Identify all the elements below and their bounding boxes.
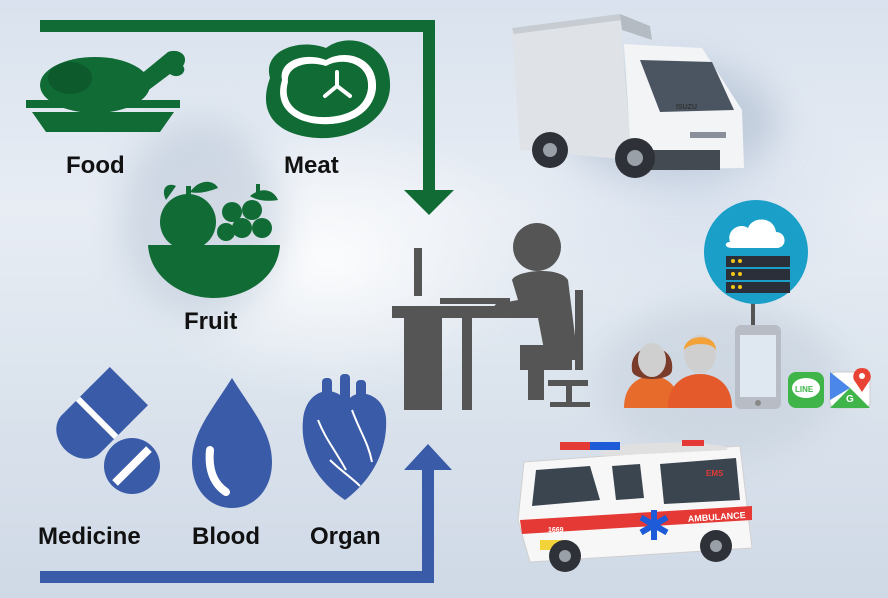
cloud-server-icon: [704, 200, 808, 330]
medicine-capsule-icon: [56, 367, 160, 494]
smartphone-icon: [735, 325, 781, 409]
ambulance-hotline-text: 1669: [548, 527, 564, 534]
line-app-icon: [788, 372, 824, 408]
green-flow-arrow: [40, 20, 454, 215]
man-person-icon: [668, 335, 732, 408]
google-maps-label: G: [846, 394, 854, 405]
organ-label: Organ: [310, 523, 381, 550]
blood-drop-icon: [192, 378, 272, 508]
blue-flow-arrow: [40, 444, 452, 583]
google-maps-icon: [829, 368, 871, 409]
fruit-label: Fruit: [184, 308, 238, 335]
heart-organ-icon: [302, 374, 387, 500]
star-of-life-icon: [639, 510, 669, 540]
truck-brand-text: ISUZU: [676, 104, 697, 111]
steak-icon: [265, 40, 391, 139]
fruit-bowl-icon: [148, 181, 280, 298]
line-app-label: LINE: [795, 385, 814, 394]
meat-label: Meat: [284, 152, 339, 179]
refrigerated-truck-icon: [512, 14, 744, 178]
woman-person-icon: [624, 343, 680, 408]
ambulance-ems-text: EMS: [706, 469, 724, 478]
operator-at-desk-icon: [392, 223, 590, 410]
roast-chicken-icon: [26, 50, 186, 132]
ambulance-label-text: AMBULANCE: [687, 510, 746, 524]
food-label: Food: [66, 152, 125, 179]
medicine-label: Medicine: [38, 523, 141, 550]
ambulance-icon: [517, 440, 753, 572]
blood-label: Blood: [192, 523, 260, 550]
